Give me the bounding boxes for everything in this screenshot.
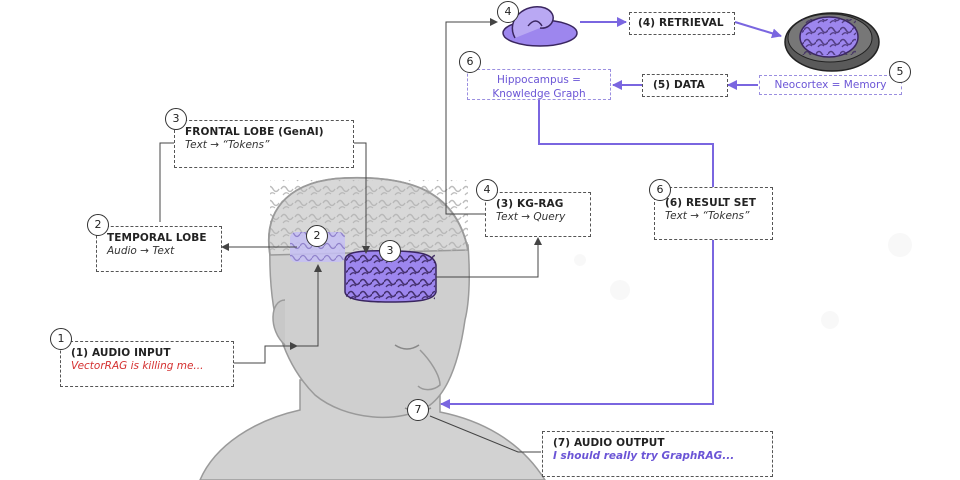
kg-rag-text: Text → Query xyxy=(496,211,566,223)
audio-input-text: VectorRAG is killing me... xyxy=(71,360,204,372)
step-marker-3-frontal: 3 xyxy=(165,108,187,130)
frontal-lobe-text: Text → “Tokens” xyxy=(185,139,270,151)
audio-output-text: I should really try GraphRAG... xyxy=(553,450,735,462)
step-marker-2-brain: 2 xyxy=(306,225,328,247)
hippocampus-line1: Hippocampus = xyxy=(497,74,581,86)
retrieval-box: (4) RETRIEVAL xyxy=(629,12,735,35)
result-set-text: Text → “Tokens” xyxy=(665,210,750,222)
data-box: (5) DATA xyxy=(642,74,728,97)
connectors xyxy=(159,18,542,453)
hippocampus-line2: Knowledge Graph xyxy=(492,88,586,100)
audio-output-box: (7) AUDIO OUTPUT I should really try Gra… xyxy=(542,431,773,477)
temporal-lobe-box: TEMPORAL LOBE Audio → Text xyxy=(96,226,222,272)
neocortex-box: Neocortex = Memory xyxy=(759,75,902,95)
frontal-lobe-box: FRONTAL LOBE (GenAI) Text → “Tokens” xyxy=(174,120,354,168)
kg-rag-title: (3) KG-RAG xyxy=(496,198,564,210)
result-set-box: (6) RESULT SET Text → “Tokens” xyxy=(654,187,773,240)
neocortex-label: Neocortex = Memory xyxy=(774,79,887,91)
audio-input-title: (1) AUDIO INPUT xyxy=(71,347,171,359)
step-marker-4-hippocampus: 4 xyxy=(497,1,519,23)
audio-output-title: (7) AUDIO OUTPUT xyxy=(553,437,665,449)
hippocampus-icon xyxy=(502,6,578,47)
retrieval-title: (4) RETRIEVAL xyxy=(638,17,724,29)
step-marker-6-hippocampus: 6 xyxy=(459,51,481,73)
purple-connectors xyxy=(440,17,782,409)
hippocampus-box: Hippocampus = Knowledge Graph xyxy=(467,69,611,100)
step-marker-3-brain: 3 xyxy=(379,240,401,262)
step-marker-5: 5 xyxy=(889,61,911,83)
data-title: (5) DATA xyxy=(653,79,705,91)
temporal-lobe-highlight xyxy=(290,232,345,262)
step-marker-2-temporal: 2 xyxy=(87,214,109,236)
step-marker-4-kg-rag: 4 xyxy=(476,179,498,201)
temporal-lobe-title: TEMPORAL LOBE xyxy=(107,232,207,244)
step-marker-7: 7 xyxy=(407,399,429,421)
step-marker-6-result: 6 xyxy=(649,179,671,201)
audio-input-box: (1) AUDIO INPUT VectorRAG is killing me.… xyxy=(60,341,234,387)
human-head-illustration xyxy=(199,176,546,480)
frontal-lobe-title: FRONTAL LOBE (GenAI) xyxy=(185,126,324,138)
background-dots xyxy=(574,233,912,329)
neocortex-brain-icon xyxy=(784,12,880,72)
kg-rag-box: (3) KG-RAG Text → Query xyxy=(485,192,591,237)
temporal-lobe-text: Audio → Text xyxy=(107,245,175,257)
step-marker-1: 1 xyxy=(50,328,72,350)
result-set-title: (6) RESULT SET xyxy=(665,197,756,209)
